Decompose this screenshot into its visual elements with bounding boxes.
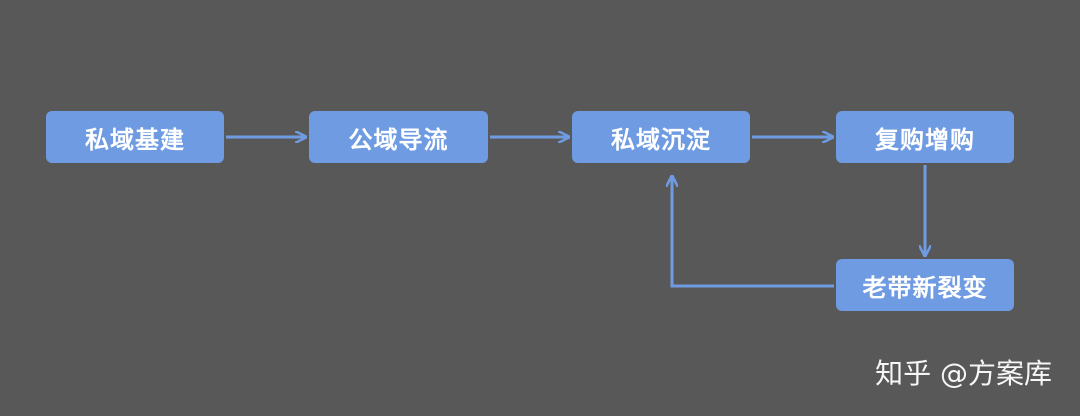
node-label: 复购增购 xyxy=(875,125,975,154)
node-repurchase-upsell: 复购增购 xyxy=(836,111,1014,163)
node-public-domain-traffic: 公域导流 xyxy=(309,111,488,163)
node-label: 公域导流 xyxy=(348,125,449,154)
node-private-domain-infrastructure: 私域基建 xyxy=(46,111,224,163)
node-label: 私域沉淀 xyxy=(611,125,711,154)
node-label: 私域基建 xyxy=(85,125,185,154)
arrow-n5-n3 xyxy=(672,177,834,288)
node-referral-fission: 老带新裂变 xyxy=(836,259,1014,311)
watermark-text: 知乎 @方案库 xyxy=(875,357,1052,390)
node-private-domain-retention: 私域沉淀 xyxy=(572,111,750,163)
node-label: 老带新裂变 xyxy=(862,273,988,302)
